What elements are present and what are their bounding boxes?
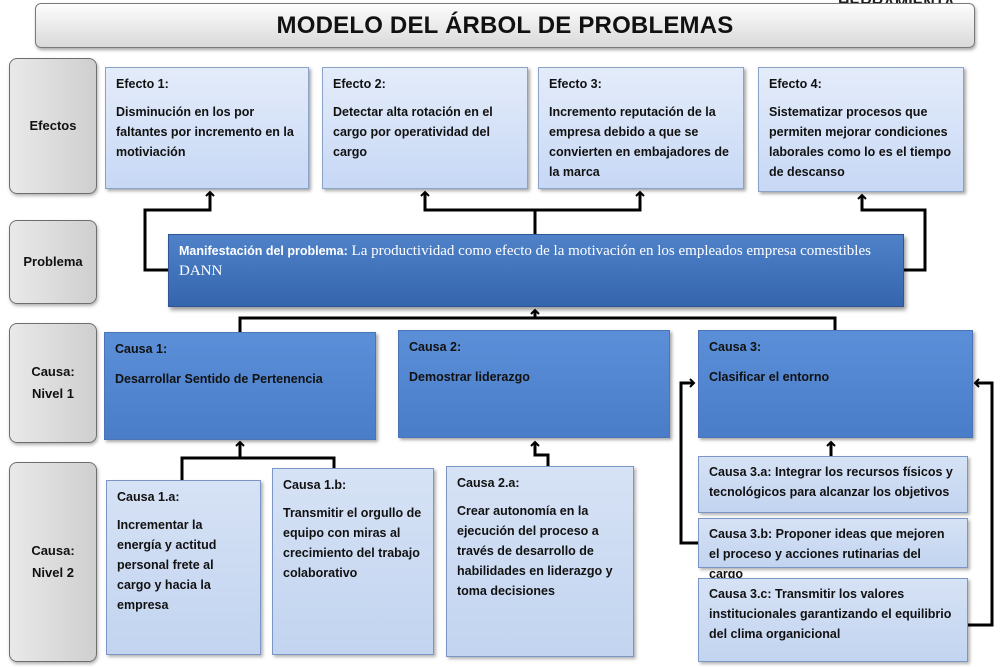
arrow-problem-to-effect2 <box>420 190 537 234</box>
cause-3c-box: Causa 3.c: Transmitir los valores instit… <box>698 578 968 662</box>
cause-text: Demostrar liderazgo <box>409 370 530 384</box>
row-label-problema-text: Problema <box>23 254 83 269</box>
cause-title: Causa 1: <box>115 342 168 356</box>
effect-text: Sistematizar procesos que permiten mejor… <box>769 105 952 179</box>
problem-label: Manifestación del problema: <box>179 244 348 258</box>
cause-text: Transmitir el orgullo de equipo con mira… <box>283 506 422 580</box>
effect-text: Disminución en los por faltantes por inc… <box>116 105 294 159</box>
row-label-efectos-text: Efectos <box>29 118 77 133</box>
cause-title: Causa 1.a: <box>117 490 180 504</box>
cause-text: Causa 3.b: Proponer ideas que mejoren el… <box>709 527 945 581</box>
effect-text: Incremento reputación de la empresa debi… <box>549 105 729 179</box>
effect-title: Efecto 3: <box>549 77 602 91</box>
arrow-problem-to-effect3 <box>535 190 645 212</box>
effect-box-4: Efecto 4: Sistematizar procesos que perm… <box>758 67 964 192</box>
row-label-causa-nivel1-text: Causa: Nivel 1 <box>31 364 75 401</box>
problem-box: Manifestación del problema: La productiv… <box>168 234 904 307</box>
cause-3-box: Causa 3: Clasificar el entorno <box>698 330 973 438</box>
effect-title: Efecto 1: <box>116 77 169 91</box>
cause-1-box: Causa 1: Desarrollar Sentido de Pertenen… <box>104 332 376 440</box>
cause-text: Desarrollar Sentido de Pertenencia <box>115 372 323 386</box>
effect-text: Detectar alta rotación en el cargo por o… <box>333 105 493 159</box>
effect-title: Efecto 4: <box>769 77 822 91</box>
cause-2-box: Causa 2: Demostrar liderazgo <box>398 330 670 438</box>
arrow-problem-to-effect1 <box>143 190 215 272</box>
cause-text: Crear autonomía en la ejecución del proc… <box>457 504 613 598</box>
row-label-problema: Problema <box>9 220 97 304</box>
cause-text: Causa 3.a: Integrar los recursos físicos… <box>709 465 953 499</box>
cause-1b-box: Causa 1.b: Transmitir el orgullo de equi… <box>272 468 434 655</box>
row-label-causa-nivel1: Causa: Nivel 1 <box>9 323 97 443</box>
cause-text: Clasificar el entorno <box>709 370 830 384</box>
arrow-cause2a-to-cause2 <box>530 440 550 466</box>
effect-box-3: Efecto 3: Incremento reputación de la em… <box>538 67 744 189</box>
cause-text: Causa 3.c: Transmitir los valores instit… <box>709 587 952 641</box>
row-label-causa-nivel2-text: Causa: Nivel 2 <box>31 543 75 580</box>
cause-1a-box: Causa 1.a: Incrementar la energía y acti… <box>106 480 261 655</box>
cause-3a-box: Causa 3.a: Integrar los recursos físicos… <box>698 456 968 513</box>
cause-2a-box: Causa 2.a: Crear autonomía en la ejecuci… <box>446 466 634 657</box>
cause-title: Causa 3: <box>709 340 762 354</box>
effect-title: Efecto 2: <box>333 77 386 91</box>
arrow-causes-to-problem <box>238 310 837 332</box>
arrow-cause3b-to-cause3 <box>679 378 698 545</box>
arrow-problem-to-effect4 <box>857 193 927 272</box>
problem-text: La productividad como efecto de la motiv… <box>179 243 871 279</box>
cause-text: Incrementar la energía y actitud persona… <box>117 518 217 612</box>
cause-title: Causa 1.b: <box>283 478 347 492</box>
row-label-causa-nivel2: Causa: Nivel 2 <box>9 462 97 662</box>
row-label-efectos: Efectos <box>9 58 97 194</box>
effect-box-1: Efecto 1: Disminución en los por faltant… <box>105 67 309 189</box>
page-title: MODELO DEL ÁRBOL DE PROBLEMAS <box>276 11 734 39</box>
title-bar: MODELO DEL ÁRBOL DE PROBLEMAS <box>35 3 975 48</box>
arrow-cause3c-to-cause3 <box>968 378 994 627</box>
cause-title: Causa 2: <box>409 340 462 354</box>
cause-3b-box: Causa 3.b: Proponer ideas que mejoren el… <box>698 518 968 581</box>
effect-box-2: Efecto 2: Detectar alta rotación en el c… <box>322 67 528 189</box>
arrow-cause1ab-to-cause1 <box>180 442 336 480</box>
cause-title: Causa 2.a: <box>457 476 520 490</box>
